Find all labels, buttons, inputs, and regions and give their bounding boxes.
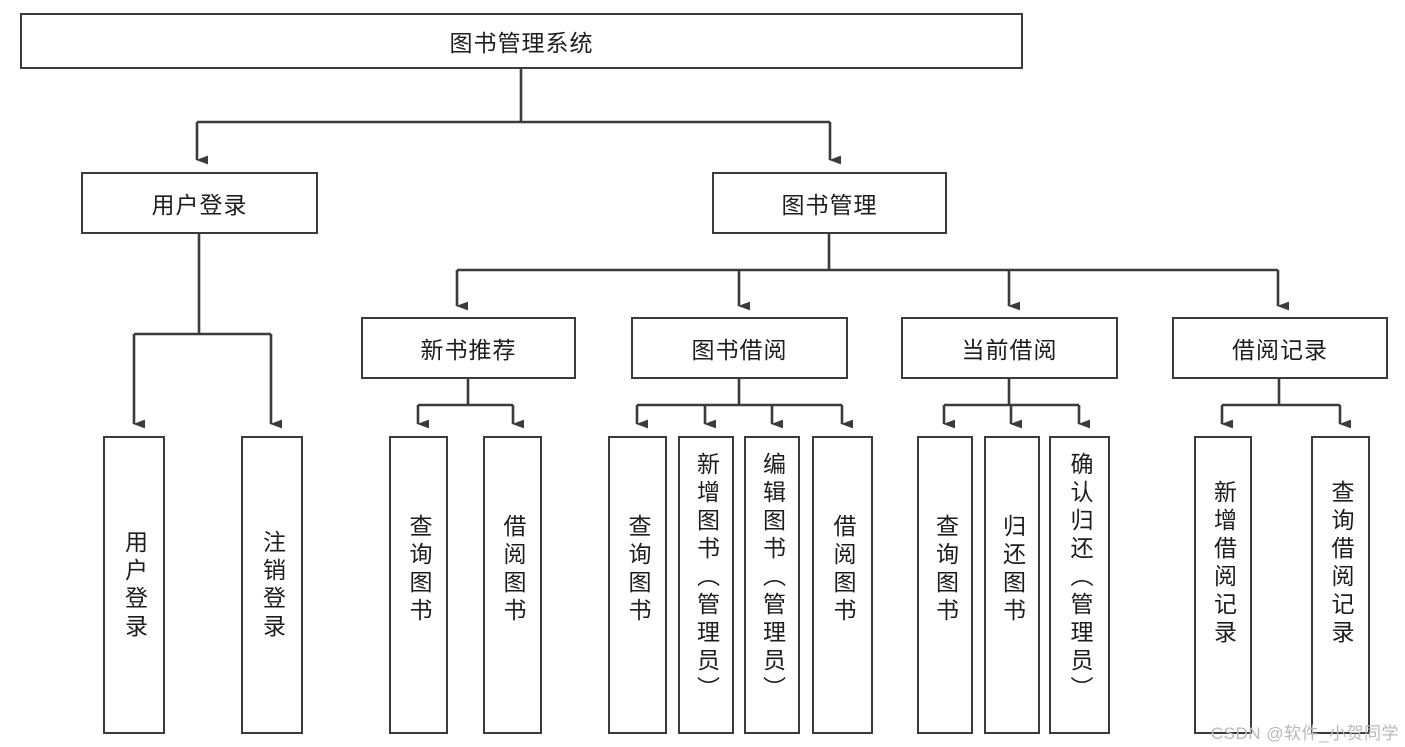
- leaf-query-book-3-label: 查询图书: [932, 514, 959, 626]
- leaf-user-login[interactable]: 用户登录: [103, 436, 165, 734]
- leaf-borrow-book-2-label: 借阅图书: [830, 514, 856, 626]
- leaf-confirm-return-label: 确认归还（管理员）: [1067, 452, 1093, 704]
- node-new-book-recommend-label: 新书推荐: [420, 337, 517, 363]
- leaf-query-record[interactable]: 查询借阅记录: [1311, 436, 1370, 734]
- node-borrow-record-label: 借阅记录: [1232, 337, 1328, 363]
- node-book-borrow[interactable]: 图书借阅: [631, 317, 848, 379]
- node-root[interactable]: 图书管理系统: [20, 13, 1023, 69]
- leaf-query-record-label: 查询借阅记录: [1328, 480, 1354, 648]
- leaf-borrow-book-1[interactable]: 借阅图书: [483, 436, 542, 734]
- node-user-login-label: 用户登录: [151, 192, 248, 218]
- leaf-query-book-2-label: 查询图书: [625, 514, 651, 626]
- leaf-logout-login[interactable]: 注销登录: [241, 436, 303, 734]
- leaf-add-record[interactable]: 新增借阅记录: [1194, 436, 1252, 734]
- leaf-return-book[interactable]: 归还图书: [984, 436, 1040, 734]
- leaf-query-book-1-label: 查询图书: [406, 514, 432, 626]
- leaf-confirm-return[interactable]: 确认归还（管理员）: [1049, 436, 1110, 734]
- leaf-query-book-1[interactable]: 查询图书: [389, 436, 448, 734]
- leaf-user-login-label: 用户登录: [121, 530, 148, 642]
- node-book-manage[interactable]: 图书管理: [712, 172, 947, 234]
- node-current-borrow[interactable]: 当前借阅: [901, 317, 1118, 379]
- leaf-add-book[interactable]: 新增图书（管理员）: [678, 436, 734, 734]
- node-borrow-record[interactable]: 借阅记录: [1172, 317, 1388, 379]
- node-root-label: 图书管理系统: [449, 30, 594, 56]
- leaf-add-book-label: 新增图书（管理员）: [693, 452, 720, 704]
- leaf-edit-book-label: 编辑图书（管理员）: [759, 452, 786, 704]
- leaf-query-book-3[interactable]: 查询图书: [917, 436, 973, 734]
- leaf-edit-book[interactable]: 编辑图书（管理员）: [744, 436, 800, 734]
- node-new-book-recommend[interactable]: 新书推荐: [361, 317, 576, 379]
- node-book-borrow-label: 图书借阅: [691, 337, 788, 363]
- leaf-borrow-book-1-label: 借阅图书: [500, 514, 526, 626]
- node-user-login[interactable]: 用户登录: [81, 172, 318, 234]
- leaf-borrow-book-2[interactable]: 借阅图书: [812, 436, 873, 734]
- leaf-logout-login-label: 注销登录: [259, 530, 286, 642]
- watermark-text: CSDN @软件_小贺同学: [1210, 724, 1399, 743]
- leaf-add-record-label: 新增借阅记录: [1210, 480, 1237, 648]
- node-current-borrow-label: 当前借阅: [961, 337, 1058, 363]
- leaf-query-book-2[interactable]: 查询图书: [608, 436, 667, 734]
- leaf-return-book-label: 归还图书: [999, 514, 1026, 626]
- node-book-manage-label: 图书管理: [781, 192, 878, 218]
